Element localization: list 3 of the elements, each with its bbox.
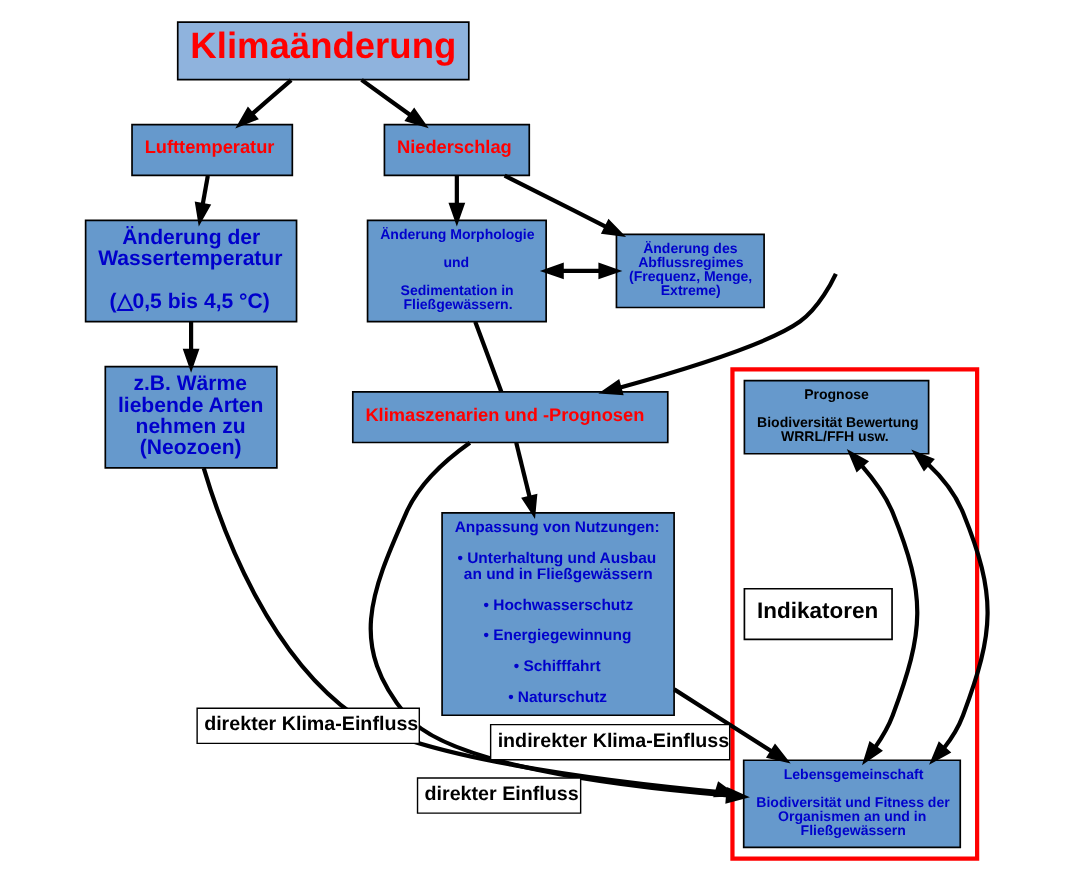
edge-label: direkter Klima-Einfluss [204, 714, 419, 737]
edge-label: direkter Einfluss [424, 784, 579, 807]
edge-label: indirekter Klima-Einfluss [497, 730, 730, 753]
